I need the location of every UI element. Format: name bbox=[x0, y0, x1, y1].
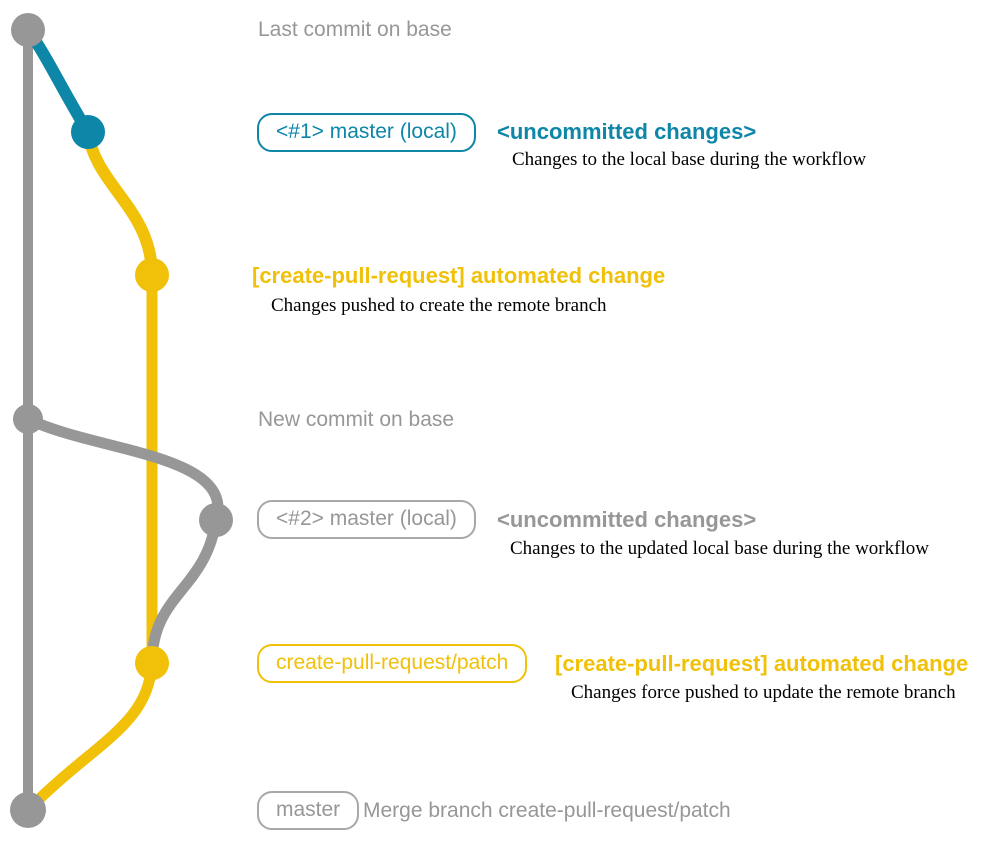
merge-commit-label: Merge branch create-pull-request/patch bbox=[363, 799, 731, 822]
local2-branch-edge bbox=[22, 413, 224, 526]
branch-tag-master-local-1: <#1> master (local) bbox=[257, 113, 476, 152]
patch1-branch-edge bbox=[82, 126, 158, 278]
branch-tag-master-local-2: <#2> master (local) bbox=[257, 500, 476, 539]
automated-change-2-label: [create-pull-request] automated change bbox=[555, 651, 969, 676]
commit-node-patch-1 bbox=[135, 258, 169, 292]
commit-node-local-2 bbox=[199, 503, 233, 537]
uncommitted-changes-1-desc: Changes to the local base during the wor… bbox=[512, 149, 867, 170]
automated-change-2-desc: Changes force pushed to update the remot… bbox=[571, 682, 956, 703]
local1-branch-edge bbox=[22, 24, 94, 138]
commit-node-patch-2 bbox=[135, 646, 169, 680]
automated-change-1-desc: Changes pushed to create the remote bran… bbox=[271, 295, 607, 316]
automated-change-1-label: [create-pull-request] automated change bbox=[252, 263, 666, 288]
local2-to-patch-edge bbox=[146, 514, 222, 669]
commit-node-last-base bbox=[11, 13, 45, 47]
commit-node-new-base bbox=[13, 404, 43, 434]
branch-tag-patch: create-pull-request/patch bbox=[257, 644, 528, 683]
commit-node-merge bbox=[10, 792, 46, 828]
commit-node-local-1 bbox=[71, 115, 105, 149]
uncommitted-changes-2-desc: Changes to the updated local base during… bbox=[510, 538, 929, 559]
patch-merge-edge bbox=[22, 657, 158, 816]
uncommitted-changes-1-label: <uncommitted changes> bbox=[497, 119, 757, 144]
new-commit-label: New commit on base bbox=[258, 408, 455, 431]
branch-tag-master: master bbox=[257, 791, 360, 830]
uncommitted-changes-2-label: <uncommitted changes> bbox=[497, 507, 757, 532]
last-commit-label: Last commit on base bbox=[258, 18, 452, 41]
